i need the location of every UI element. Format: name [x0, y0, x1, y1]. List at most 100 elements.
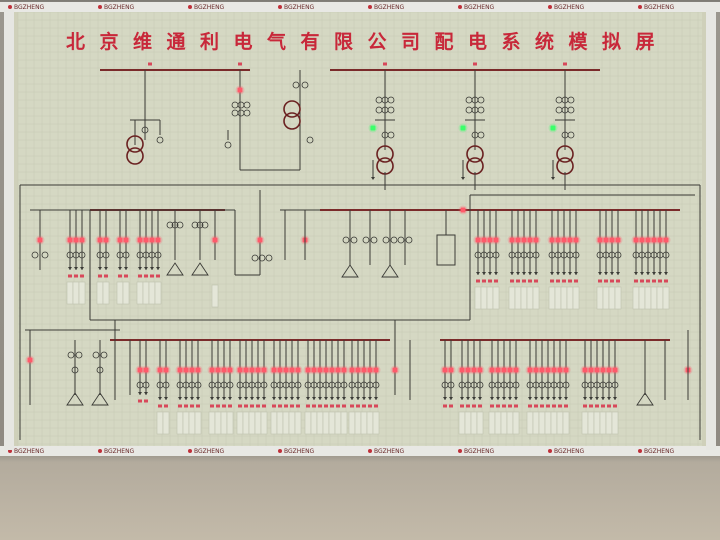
current-transformer-symbol [292, 81, 300, 89]
indicator-led [311, 367, 317, 373]
arrow-icon [118, 267, 122, 270]
led-glow [613, 235, 623, 245]
indicator-led [606, 367, 612, 373]
label-tag [184, 404, 188, 408]
arrow-icon [210, 397, 214, 400]
label-tag [278, 404, 282, 408]
label-tag [514, 404, 518, 408]
arrow-icon [74, 267, 78, 270]
arrow-icon [138, 392, 142, 395]
indicator-led [489, 367, 495, 373]
led-glow [649, 235, 659, 245]
current-transformer-symbol [390, 236, 398, 244]
led-glow [586, 365, 596, 375]
label-tag [595, 404, 599, 408]
arrow-icon [368, 397, 372, 400]
current-transformer-symbol [67, 351, 75, 359]
led-glow [469, 365, 479, 375]
arrow-icon [342, 397, 346, 400]
indicator-led [137, 237, 143, 243]
led-glow [213, 365, 223, 375]
led-glow [543, 365, 553, 375]
label-tag [80, 274, 84, 278]
brand-logo-icon [458, 5, 462, 9]
brand-name: BGZHENG [194, 448, 225, 455]
current-transformer-symbol [224, 141, 232, 149]
label-tag [522, 279, 526, 283]
arrow-icon [196, 397, 200, 400]
current-transformer-symbol [260, 381, 268, 389]
arrow-icon [589, 397, 593, 400]
side-frame [4, 10, 14, 450]
label-tag [562, 279, 566, 283]
led-glow [592, 365, 602, 375]
label-tag [190, 404, 194, 408]
panel-title: 北京维通利电气有限公司配电系统模拟屏 [66, 31, 670, 53]
capacitor-delta-icon [636, 392, 654, 406]
indicator-led [501, 367, 507, 373]
label-tag [330, 404, 334, 408]
brand-name: BGZHENG [464, 4, 495, 11]
cabinet-slot [236, 411, 244, 435]
arrow-icon [466, 397, 470, 400]
indicator-led [557, 367, 563, 373]
indicator-led [317, 367, 323, 373]
current-transformer-symbol [31, 251, 39, 259]
indicator-led [563, 367, 569, 373]
led-glow [511, 365, 521, 375]
led-glow [241, 365, 251, 375]
current-transformer-symbol [340, 381, 348, 389]
indicator-led [442, 367, 448, 373]
cabinet-slot [464, 411, 472, 435]
label-tag [604, 279, 608, 283]
cabinet-slot [248, 411, 256, 435]
led-glow [365, 365, 375, 375]
cabinet-slot [644, 286, 652, 310]
cabinet-slot [162, 411, 170, 435]
indicator-led [539, 367, 545, 373]
cabinet-slot [354, 411, 362, 435]
indicator-led [459, 367, 465, 373]
arrow-icon [284, 397, 288, 400]
led-glow [147, 235, 157, 245]
led-glow [607, 235, 617, 245]
indicator-led [495, 367, 501, 373]
label-tag [296, 404, 300, 408]
current-transformer-symbol [251, 254, 259, 262]
current-transformer-symbol [387, 131, 395, 139]
indicator-led [527, 237, 533, 243]
label-tag [472, 404, 476, 408]
indicator-led [549, 237, 555, 243]
label-tag [284, 404, 288, 408]
arrow-icon [634, 272, 638, 275]
led-glow [655, 235, 665, 245]
indicator-led [373, 367, 379, 373]
transformer-icon [126, 147, 144, 165]
brand-name: BGZHENG [104, 448, 135, 455]
label-tag [494, 279, 498, 283]
label-tag [502, 404, 506, 408]
cabinet-slot [288, 411, 296, 435]
indicator-led [645, 237, 651, 243]
cabinet-slot [632, 286, 640, 310]
led-glow [135, 235, 145, 245]
cabinet-slot [474, 286, 482, 310]
led-glow [479, 235, 489, 245]
label-tag [244, 404, 248, 408]
cabinet-slot [148, 281, 156, 305]
led-glow [513, 235, 523, 245]
indicator-led [329, 367, 335, 373]
arrow-icon [558, 397, 562, 400]
led-glow [141, 365, 151, 375]
current-transformer-symbol [372, 381, 380, 389]
current-transformer-symbol [243, 109, 251, 117]
indicator-led [221, 367, 227, 373]
current-transformer-symbol [387, 106, 395, 114]
brand-name: BGZHENG [284, 448, 315, 455]
led-glow [580, 365, 590, 375]
led-glow [531, 235, 541, 245]
cabinet-slot [581, 411, 589, 435]
cabinet-slot [526, 286, 534, 310]
led-glow [309, 365, 319, 375]
